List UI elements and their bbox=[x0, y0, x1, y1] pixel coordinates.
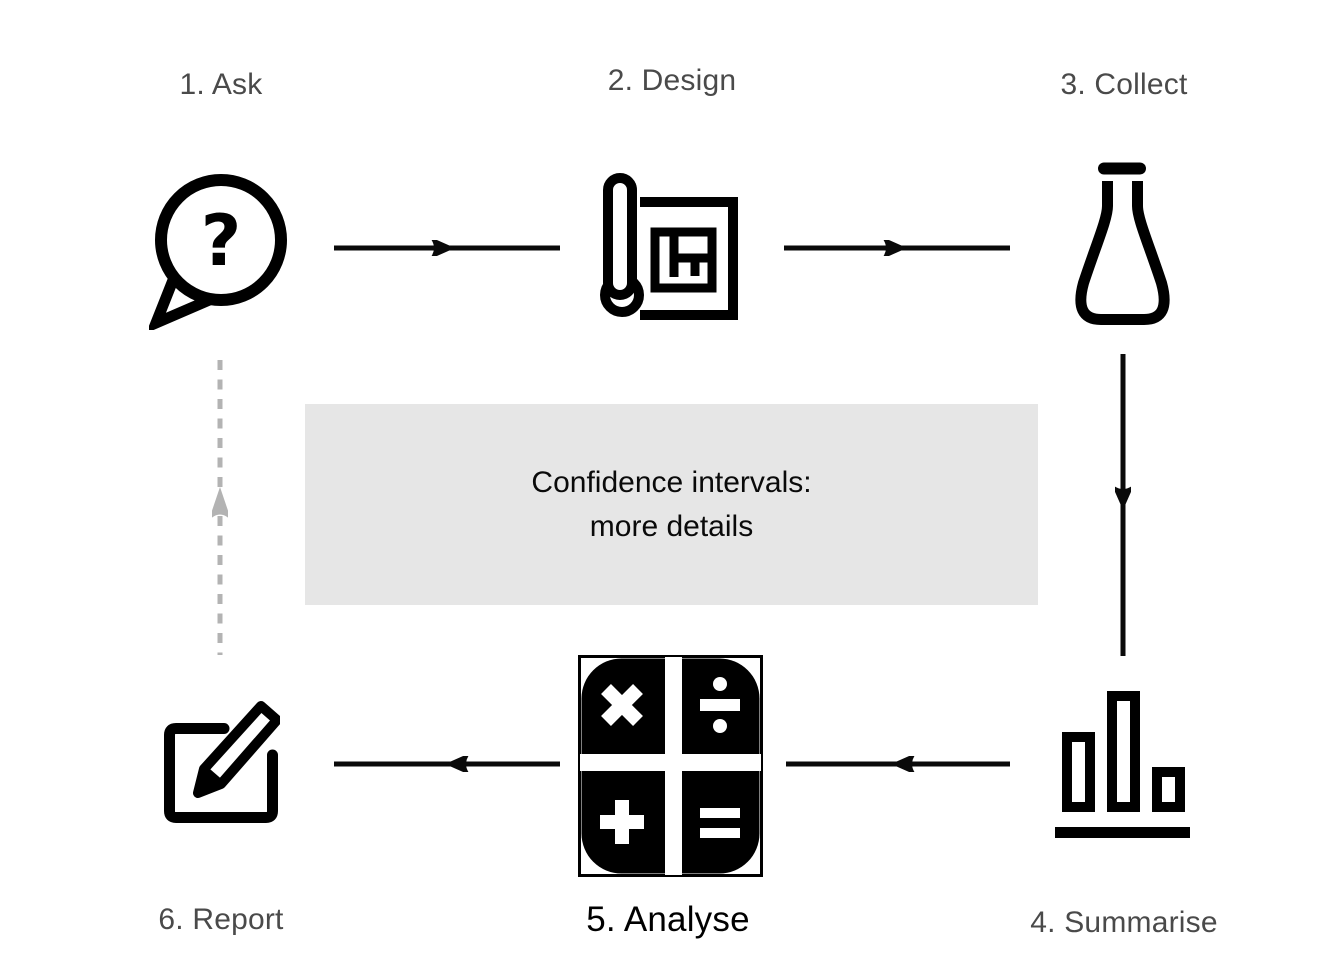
arrow-summarise-to-analyse bbox=[786, 756, 1010, 772]
confidence-intervals-note[interactable]: Confidence intervals: more details bbox=[305, 404, 1038, 605]
note-line-2: more details bbox=[589, 509, 754, 543]
note-line-1: Confidence intervals: bbox=[531, 465, 812, 499]
calculator-icon bbox=[578, 655, 763, 877]
label-step-collect: 3. Collect bbox=[1060, 68, 1188, 101]
svg-text:?: ? bbox=[201, 200, 242, 282]
label-step-ask: 1. Ask bbox=[179, 68, 263, 101]
arrow-ask-to-design bbox=[334, 240, 560, 256]
label-step-summarise: 4. Summarise bbox=[1030, 906, 1218, 939]
pencil-edit-icon bbox=[164, 701, 280, 823]
bar-chart-icon bbox=[1055, 691, 1190, 838]
arrow-analyse-to-report bbox=[334, 756, 560, 772]
label-step-report: 6. Report bbox=[158, 903, 284, 936]
label-step-analyse: 5. Analyse bbox=[586, 900, 750, 939]
arrow-design-to-collect bbox=[784, 240, 1010, 256]
blueprint-scroll-icon bbox=[600, 173, 738, 320]
flask-icon bbox=[1075, 162, 1170, 325]
arrow-report-to-ask-dotted bbox=[212, 360, 228, 655]
label-step-design: 2. Design bbox=[607, 64, 737, 97]
speech-bubble-question-icon: ? bbox=[149, 174, 287, 330]
arrow-collect-to-summarise bbox=[1115, 354, 1131, 656]
